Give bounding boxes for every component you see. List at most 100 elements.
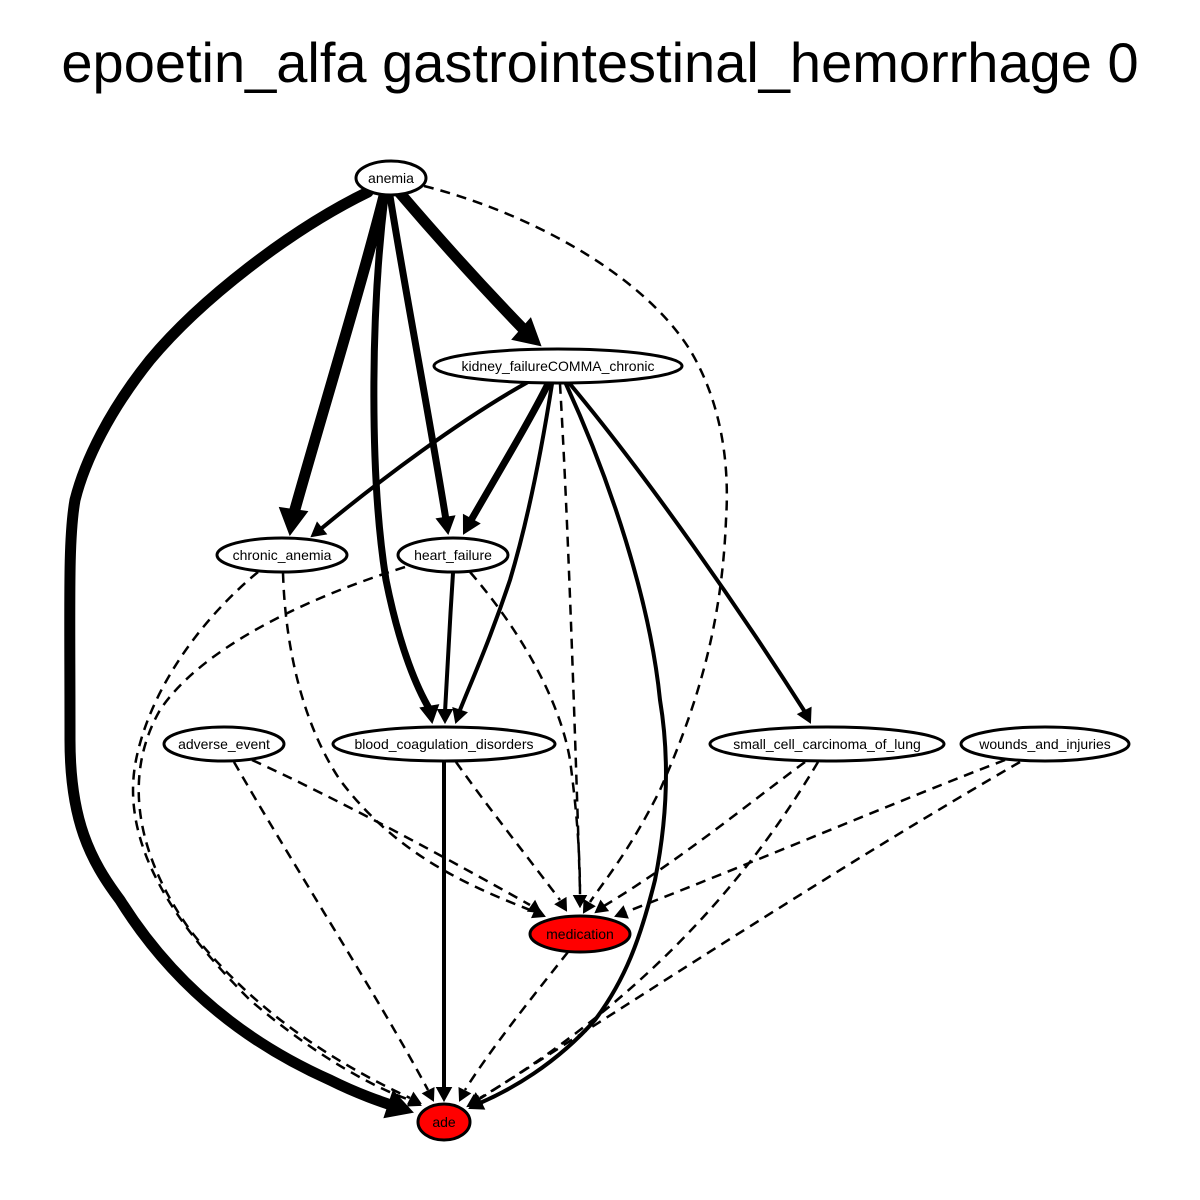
edge-arrowhead [435, 515, 456, 536]
node-label: kidney_failureCOMMA_chronic [462, 358, 655, 374]
edge-arrowhead [421, 1086, 435, 1102]
edge-line [286, 190, 390, 526]
edge-anemia-to-heart_failure [386, 192, 456, 536]
edge-line [131, 571, 411, 1102]
edge-arrowhead [511, 317, 542, 347]
node-ade: ade [416, 1102, 472, 1142]
edge-arrowhead [554, 896, 568, 912]
edge-line [454, 761, 561, 901]
edge-arrowhead [310, 521, 328, 538]
edge-heart_failure-to-blood_coag [436, 571, 455, 725]
edge-arrowhead [526, 899, 542, 914]
edge-line [137, 565, 411, 1100]
edge-kidney-to-chronic_anemia [310, 380, 530, 538]
edge-heart_failure-to-ade [137, 565, 422, 1105]
edge-line [478, 382, 669, 1105]
node-ellipse [528, 914, 632, 954]
node-sclc: small_cell_carcinoma_of_lung [708, 725, 946, 763]
edge-anemia-to-blood_coag [370, 192, 440, 725]
node-label: blood_coagulation_disorders [354, 736, 533, 752]
edge-line [558, 383, 582, 891]
node-label: anemia [368, 170, 414, 186]
edge-anemia-to-medication [423, 184, 729, 914]
edge-line [479, 761, 820, 1100]
node-label: small_cell_carcinoma_of_lung [733, 736, 921, 752]
edge-line [320, 380, 530, 530]
edge-medication-to-ade [458, 951, 569, 1102]
edge-sclc-to-ade [468, 761, 820, 1106]
edge-line [281, 572, 536, 914]
node-label: adverse_event [178, 736, 270, 752]
edge-line [458, 382, 554, 712]
edge-wounds-to-ade [466, 760, 1021, 1108]
edge-line [568, 382, 807, 714]
edge-arrowhead [582, 898, 596, 914]
edge-line [625, 758, 1006, 914]
node-ellipse [432, 347, 684, 385]
edge-arrowhead [419, 704, 440, 725]
edge-blood_coag-to-medication [454, 761, 568, 912]
node-ellipse [162, 725, 286, 763]
edge-arrowhead [436, 709, 454, 725]
nodes-layer: anemia kidney_failureCOMMA_chronicchronic… [162, 159, 1131, 1142]
node-blood-coag: blood_coagulation_disorders [331, 725, 557, 763]
graph-title: epoetin_alfa gastrointestinal_hemorrhage… [61, 31, 1138, 94]
node-label: wounds_and_injuries [978, 736, 1111, 752]
edge-line [393, 186, 538, 344]
edge-anemia-to-kidney [393, 186, 542, 347]
edge-blood_coag-to-ade [435, 760, 453, 1103]
edges-layer [64, 184, 1021, 1119]
edge-line [603, 760, 806, 908]
node-label: medication [546, 926, 614, 942]
node-ellipse [959, 725, 1131, 763]
edge-chronic_anemia-to-ade [131, 571, 422, 1107]
edge-arrowhead [278, 506, 309, 537]
node-ellipse [708, 725, 946, 763]
edge-sclc-to-medication [594, 760, 806, 914]
node-medication: medication [528, 914, 632, 954]
edge-arrowhead [462, 513, 481, 535]
edge-kidney-to-sclc [568, 382, 812, 724]
node-ellipse [215, 536, 349, 574]
node-ellipse [416, 1102, 472, 1142]
edge-wounds-to-medication [614, 758, 1006, 919]
edge-kidney-to-medication [558, 383, 588, 909]
edge-line [469, 571, 582, 897]
edge-line [423, 184, 729, 903]
node-wounds: wounds_and_injuries [959, 725, 1131, 763]
edge-arrowhead [466, 1094, 482, 1108]
node-kidney: kidney_failureCOMMA_chronic [432, 347, 684, 385]
edge-heart_failure-to-medication [469, 571, 588, 909]
node-chronic-anemia: chronic_anemia [215, 536, 349, 574]
node-ellipse [396, 536, 510, 574]
edge-arrowhead [435, 1087, 453, 1103]
node-heart-failure: heart_failure [396, 536, 510, 574]
edge-arrowhead [383, 1089, 414, 1119]
edge-line [466, 380, 552, 526]
edge-arrowhead [452, 707, 468, 724]
node-label: heart_failure [414, 547, 492, 563]
edge-line [251, 758, 531, 907]
edge-line [370, 192, 434, 714]
edge-arrowhead [594, 899, 610, 914]
edge-line [386, 192, 450, 524]
node-ellipse [354, 159, 428, 197]
edge-adverse_event-to-medication [251, 758, 542, 914]
edge-anemia-to-chronic_anemia [278, 190, 390, 537]
edge-line [232, 761, 430, 1091]
edge-arrowhead [458, 1086, 472, 1102]
edge-line [477, 760, 1021, 1102]
node-ellipse [331, 725, 557, 763]
edge-kidney-to-blood_coag [452, 382, 554, 724]
node-label: ade [432, 1114, 456, 1130]
edge-kidney-to-heart_failure [462, 380, 552, 535]
node-label: chronic_anemia [233, 547, 332, 563]
edge-line [463, 951, 569, 1091]
edge-arrowhead [572, 895, 588, 909]
edge-anemia-to-ade [64, 186, 414, 1119]
node-adverse-event: adverse_event [162, 725, 286, 763]
edge-arrowhead [406, 1091, 422, 1105]
node-anemia: anemia [354, 159, 428, 197]
edge-adverse_event-to-ade [232, 761, 435, 1102]
